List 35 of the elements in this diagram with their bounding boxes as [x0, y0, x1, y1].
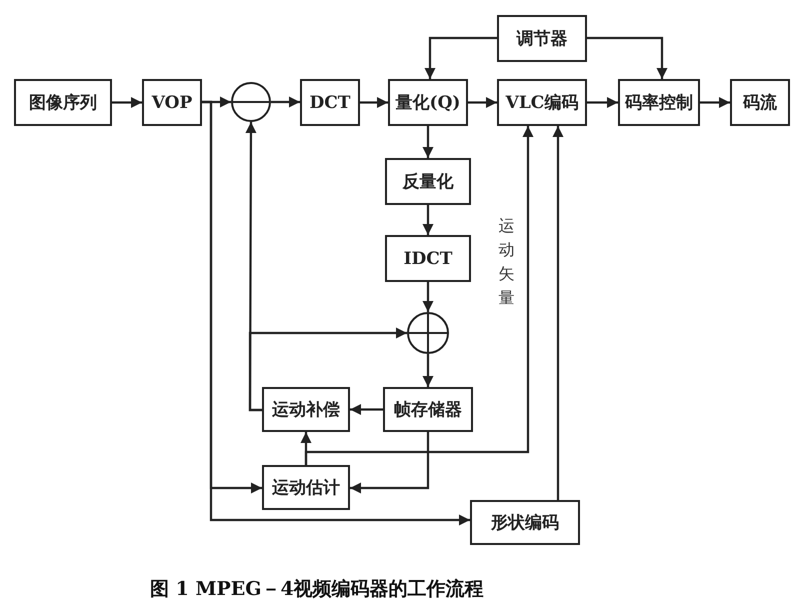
adder-circle [407, 312, 449, 354]
arrow [700, 97, 730, 108]
arrow [422, 126, 434, 158]
arrow [424, 36, 497, 79]
arrow [202, 100, 470, 526]
arrow [587, 36, 668, 79]
arrow [422, 282, 434, 312]
process-box: 码率控制 [618, 79, 700, 126]
arrow [587, 97, 618, 108]
process-box: 调节器 [497, 15, 587, 62]
arrow [360, 97, 388, 108]
process-box: VOP [142, 79, 202, 126]
arrow [271, 96, 300, 108]
arrow [350, 404, 383, 415]
process-box: 码流 [730, 79, 790, 126]
process-box: DCT [300, 79, 360, 126]
arrow [112, 97, 142, 108]
arrow [468, 97, 497, 108]
arrow [304, 126, 534, 465]
process-box: 反量化 [385, 158, 471, 205]
arrow [552, 126, 564, 500]
arrow [248, 328, 407, 412]
process-box: 量化(Q) [388, 79, 468, 126]
process-box: VLC编码 [497, 79, 587, 126]
process-box: 形状编码 [470, 500, 580, 545]
process-box: IDCT [385, 235, 471, 282]
process-box: 运动估计 [262, 465, 350, 510]
subtractor-circle [231, 82, 271, 122]
arrow [350, 432, 430, 494]
process-box: 运动补偿 [262, 387, 350, 432]
arrow [422, 354, 434, 387]
arrow [422, 205, 434, 235]
figure-caption: 图 1 MPEG－4视频编码器的工作流程 [150, 577, 484, 602]
process-box: 图像序列 [14, 79, 112, 126]
process-box: 帧存储器 [383, 387, 473, 432]
